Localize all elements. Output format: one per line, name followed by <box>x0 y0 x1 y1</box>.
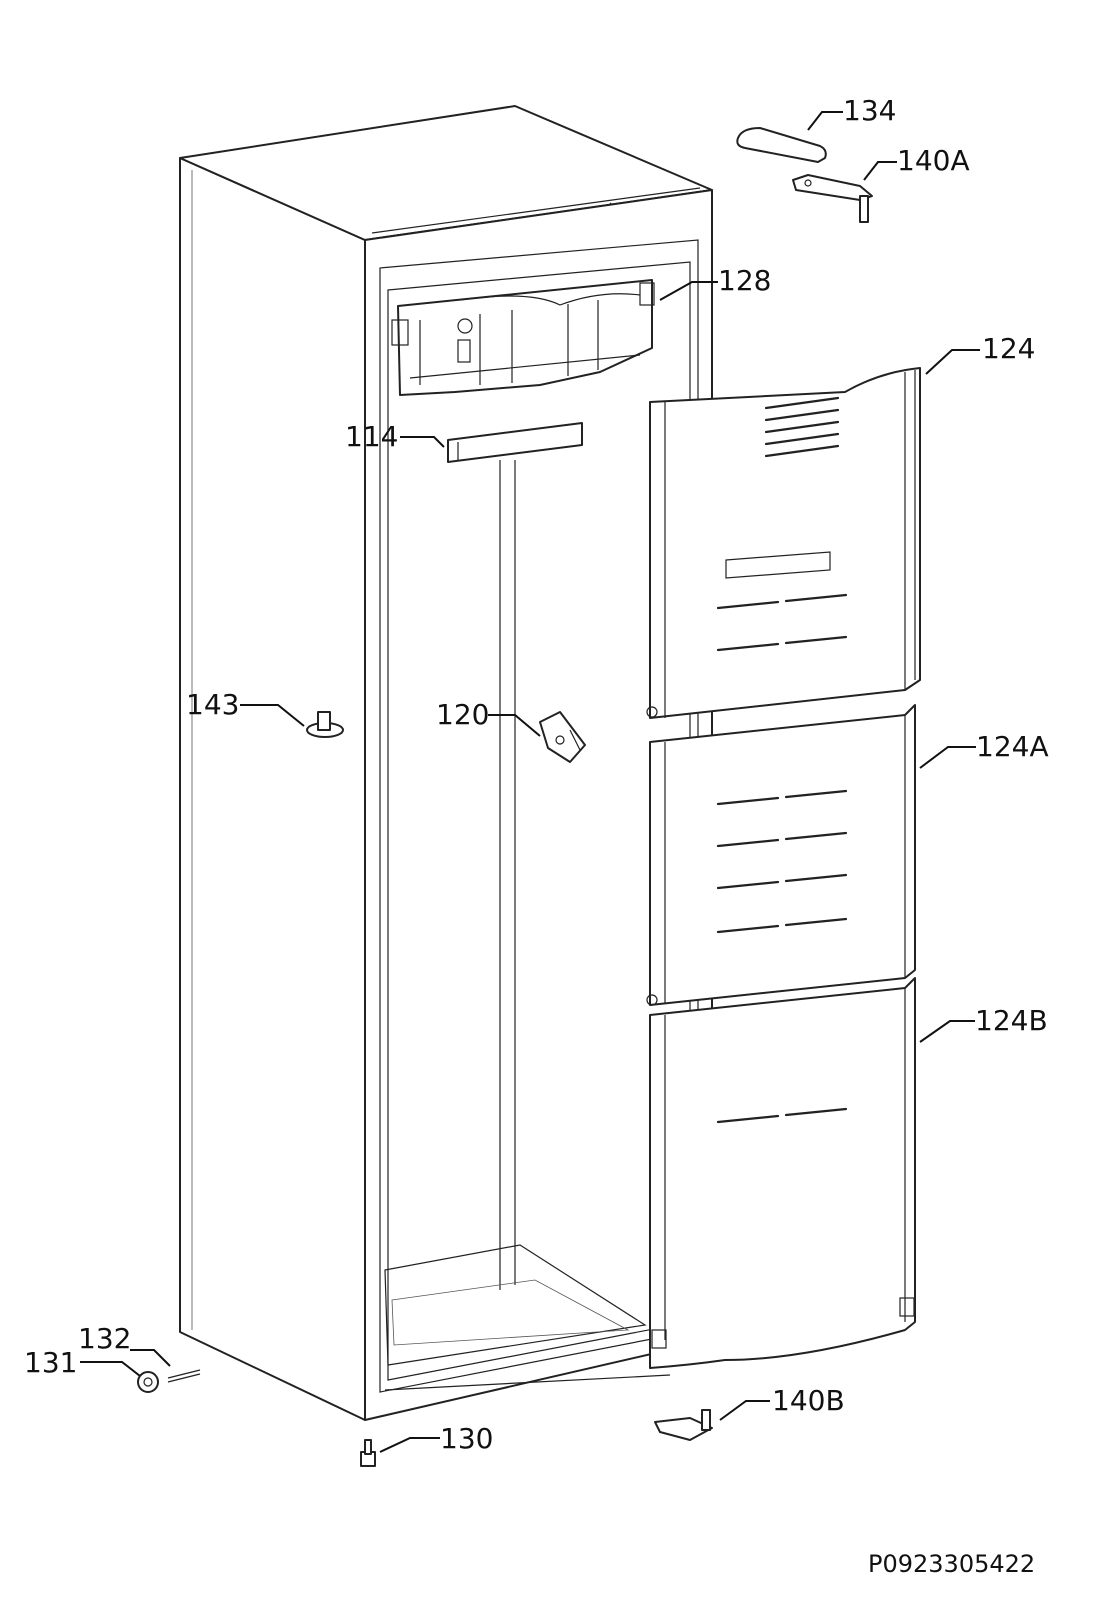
callout-134: 134 <box>843 94 896 127</box>
callout-130: 130 <box>440 1422 493 1455</box>
callout-143: 143 <box>186 688 239 721</box>
callout-120: 120 <box>436 698 489 731</box>
part-134-hinge-cover <box>736 127 827 163</box>
door-124 <box>646 367 921 719</box>
door-124A <box>646 704 916 1006</box>
part-140A-top-hinge <box>792 174 873 223</box>
part-130-leveling-foot <box>360 1439 376 1467</box>
door-124B <box>649 977 916 1369</box>
drawing-reference-number: P0923305422 <box>868 1550 1035 1578</box>
part-120-bracket <box>539 711 586 763</box>
part-128-control-housing <box>391 279 655 396</box>
callout-131: 131 <box>24 1346 77 1379</box>
part-132-axle <box>167 1369 201 1383</box>
part-114-strip <box>447 422 583 463</box>
part-143-clip <box>306 711 344 738</box>
callout-124B: 124B <box>975 1004 1048 1037</box>
leader-lines <box>80 111 980 1453</box>
callout-140A: 140A <box>897 144 970 177</box>
callout-124: 124 <box>982 332 1035 365</box>
callout-140B: 140B <box>772 1384 845 1417</box>
callout-114: 114 <box>345 420 398 453</box>
callout-128: 128 <box>718 264 771 297</box>
part-131-wheel <box>137 1371 159 1393</box>
callout-132: 132 <box>78 1322 131 1355</box>
callout-124A: 124A <box>976 730 1049 763</box>
cabinet <box>179 105 713 1421</box>
part-140B-bottom-hinge <box>654 1409 713 1441</box>
